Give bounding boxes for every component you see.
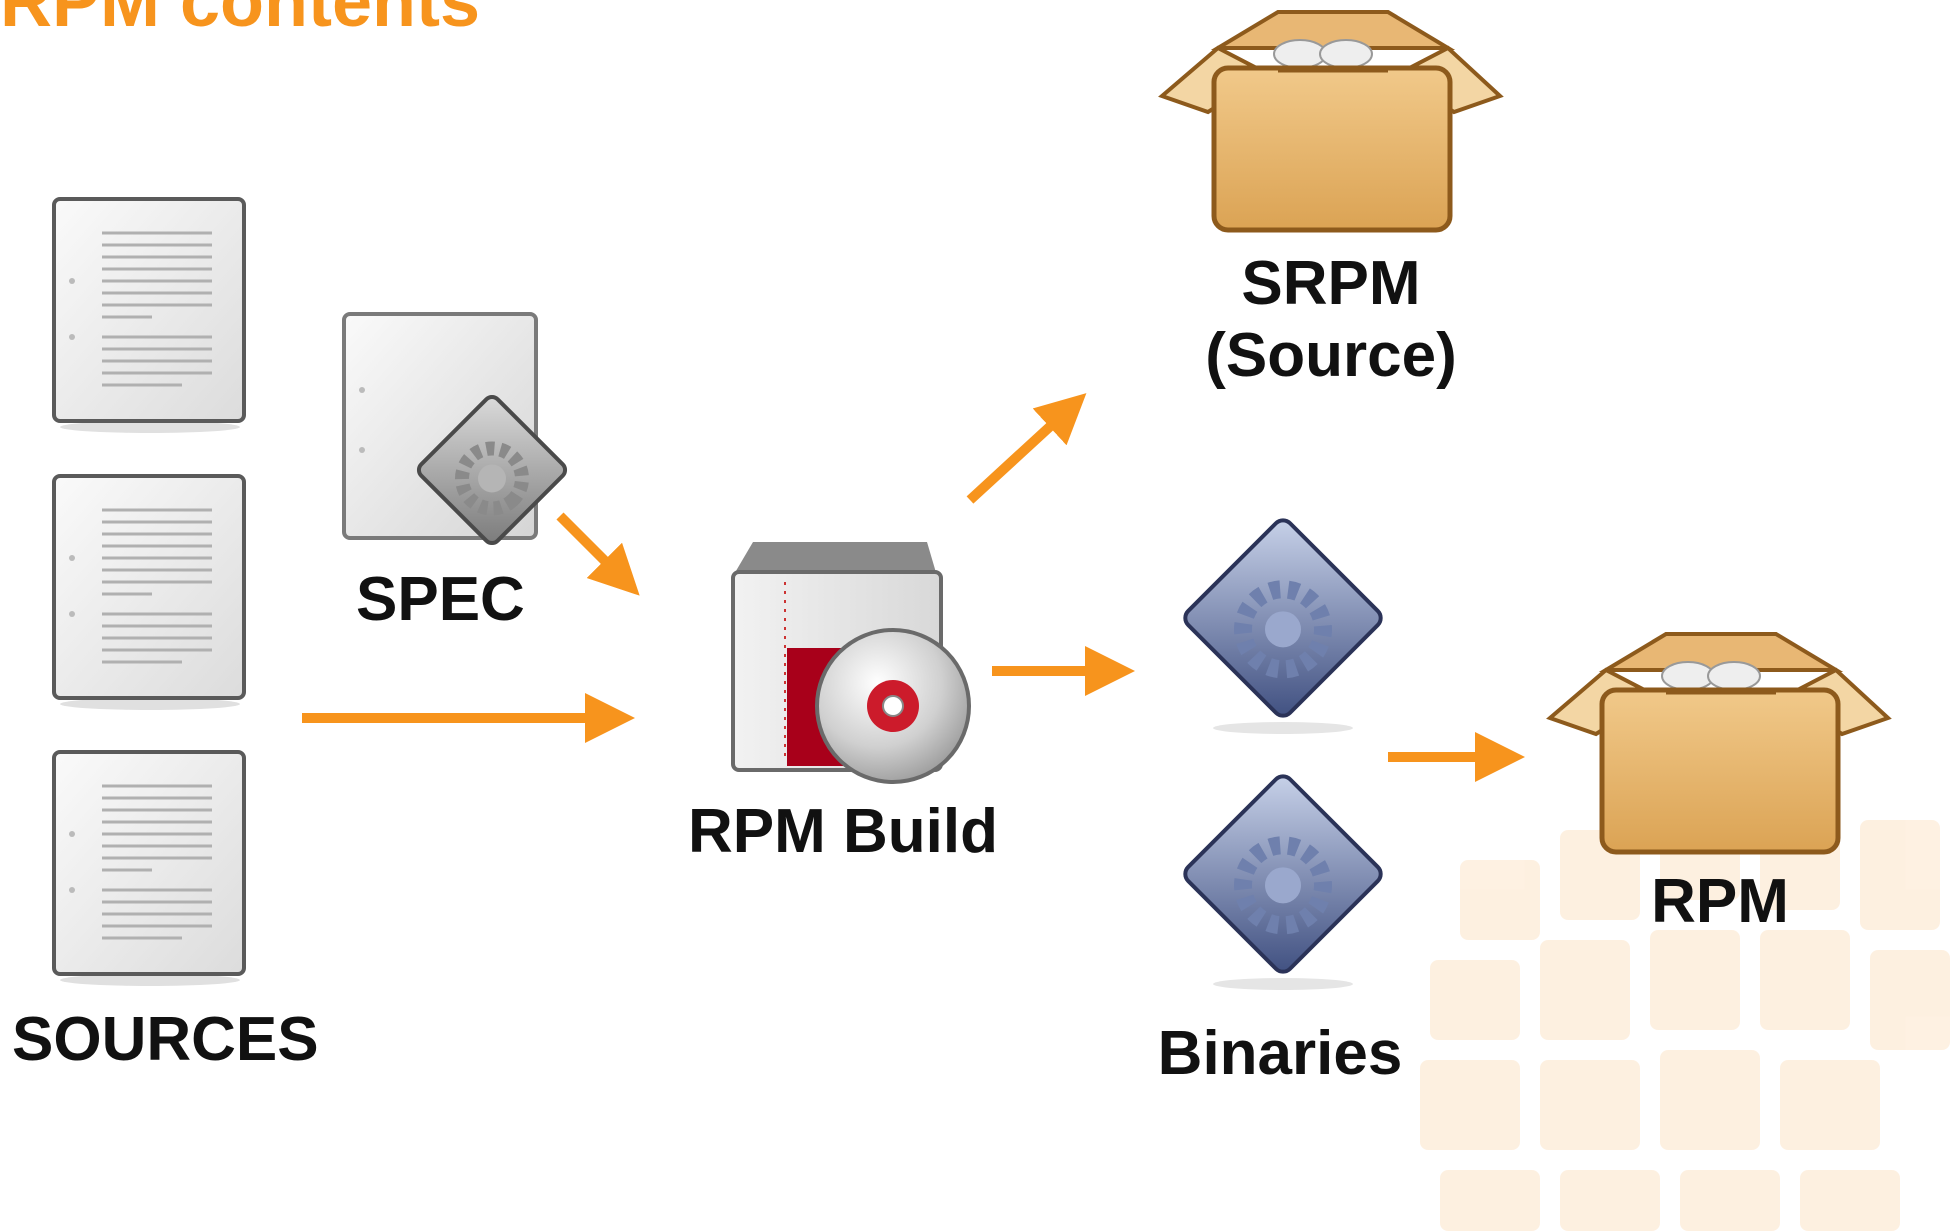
spec-label: SPEC xyxy=(356,565,525,634)
srpm-label: SRPM xyxy=(1241,249,1421,318)
executable-diamond-icon xyxy=(1183,518,1383,734)
rpm-label: RPM xyxy=(1651,867,1789,936)
package-box-icon xyxy=(1546,632,1892,855)
text-document-icon xyxy=(52,750,246,986)
binaries-label: Binaries xyxy=(1157,1019,1403,1088)
globe-watermark xyxy=(1420,810,1950,1231)
sources-label: SOURCES xyxy=(12,1005,319,1074)
text-document-icon xyxy=(52,197,246,433)
arrow-spec-to-build xyxy=(556,512,640,596)
rpm-build-icon xyxy=(731,542,971,784)
spec-document-icon xyxy=(342,312,568,546)
text-document-icon xyxy=(52,474,246,710)
arrow-build-to-srpm xyxy=(966,393,1087,504)
slide-title: RPM contents xyxy=(0,0,481,42)
executable-diamond-icon xyxy=(1183,774,1383,990)
package-box-icon xyxy=(1158,10,1504,233)
srpm-source-label: (Source) xyxy=(1205,321,1457,390)
rpm-build-label: RPM Build xyxy=(688,797,998,866)
